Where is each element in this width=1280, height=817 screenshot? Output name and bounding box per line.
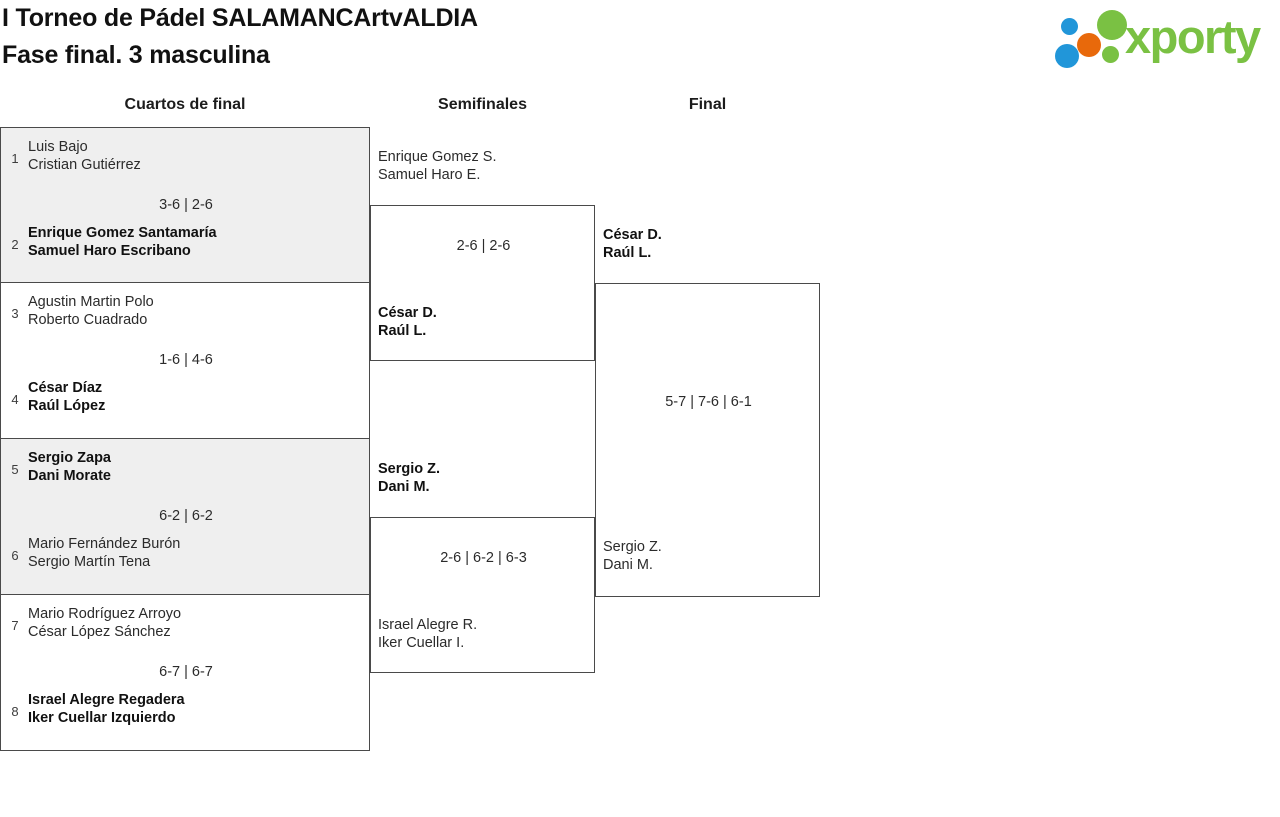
semifinal-match-box[interactable]: 2-6 | 2-6: [370, 205, 595, 361]
semifinal-team[interactable]: Sergio Z. Dani M.: [378, 460, 593, 496]
player-name: Enrique Gomez Santamaría: [28, 225, 217, 241]
seed-number: 5: [11, 462, 19, 477]
seed-number: 8: [11, 704, 19, 719]
semifinal-match-box[interactable]: 2-6 | 6-2 | 6-3: [370, 517, 595, 673]
match-team-bottom[interactable]: 4 César Díaz Raúl López: [1, 379, 371, 415]
logo-wordmark: xporty: [1125, 10, 1261, 63]
final-team-runnerup[interactable]: Sergio Z. Dani M.: [603, 538, 818, 574]
match-score: 5-7 | 7-6 | 6-1: [665, 394, 752, 410]
player-name: Sergio Z.: [378, 461, 441, 477]
seed-number: 7: [11, 618, 19, 633]
xporty-logo[interactable]: xporty: [1049, 6, 1275, 68]
match-team-bottom[interactable]: 8 Israel Alegre Regadera Iker Cuellar Iz…: [1, 691, 371, 727]
player-name: Samuel Haro Escribano: [28, 243, 191, 259]
player-name: Israel Alegre R.: [378, 617, 478, 633]
semifinal-team[interactable]: Enrique Gomez S. Samuel Haro E.: [378, 148, 593, 184]
player-name: Dani M.: [378, 479, 430, 495]
player-name: Sergio Zapa: [28, 450, 111, 466]
quarterfinal-match[interactable]: 1 Luis Bajo Cristian Gutiérrez 3-6 | 2-6…: [0, 127, 370, 283]
quarterfinal-match[interactable]: 3 Agustin Martin Polo Roberto Cuadrado 1…: [0, 283, 370, 439]
player-name: Israel Alegre Regadera: [28, 692, 185, 708]
player-name: Cristian Gutiérrez: [28, 157, 141, 173]
semifinal-team[interactable]: Israel Alegre R. Iker Cuellar I.: [378, 616, 593, 652]
player-name: Dani M.: [603, 557, 653, 573]
match-team-bottom[interactable]: 2 Enrique Gomez Santamaría Samuel Haro E…: [1, 224, 371, 260]
player-name: Raúl L.: [603, 245, 652, 261]
player-name: Luis Bajo: [28, 139, 88, 155]
seed-number: 4: [11, 392, 19, 407]
player-name: Mario Fernández Burón: [28, 536, 181, 552]
player-name: Raúl López: [28, 398, 106, 414]
player-name: Dani Morate: [28, 468, 111, 484]
column-header-final: Final: [688, 96, 727, 113]
final-match-box[interactable]: 5-7 | 7-6 | 6-1: [595, 283, 820, 597]
seed-number: 6: [11, 548, 19, 563]
match-score: 6-7 | 6-7: [159, 664, 213, 680]
player-name: Sergio Martín Tena: [28, 554, 151, 570]
player-name: César D.: [603, 227, 662, 243]
final-team-champion[interactable]: César D. Raúl L.: [603, 226, 818, 262]
player-name: Iker Cuellar Izquierdo: [28, 710, 176, 726]
match-score: 2-6 | 6-2 | 6-3: [440, 550, 527, 566]
quarterfinals-column: 1 Luis Bajo Cristian Gutiérrez 3-6 | 2-6…: [0, 127, 370, 751]
player-name: César Díaz: [28, 380, 103, 396]
match-score: 2-6 | 2-6: [456, 238, 511, 254]
logo-dot-orange-icon: [1077, 33, 1101, 57]
page-title: I Torneo de Pádel SALAMANCArtvALDIA Fase…: [0, 0, 478, 69]
match-team-top[interactable]: 1 Luis Bajo Cristian Gutiérrez: [1, 138, 371, 174]
column-header-quarterfinals: Cuartos de final: [124, 96, 246, 113]
seed-number: 2: [11, 237, 19, 252]
semifinal-team[interactable]: César D. Raúl L.: [378, 304, 593, 340]
player-name: Agustin Martin Polo: [28, 294, 154, 310]
match-team-top[interactable]: 3 Agustin Martin Polo Roberto Cuadrado: [1, 293, 371, 329]
match-team-bottom[interactable]: 6 Mario Fernández Burón Sergio Martín Te…: [1, 535, 371, 571]
player-name: Enrique Gomez S.: [378, 149, 497, 165]
match-score: 1-6 | 4-6: [159, 352, 213, 368]
quarterfinal-match[interactable]: 5 Sergio Zapa Dani Morate 6-2 | 6-2 6 Ma…: [0, 439, 370, 595]
column-header-semifinals: Semifinales: [438, 96, 527, 113]
player-name: Sergio Z.: [603, 539, 662, 555]
logo-dot-green-large-icon: [1097, 10, 1127, 40]
player-name: Roberto Cuadrado: [28, 312, 148, 328]
match-team-top[interactable]: 5 Sergio Zapa Dani Morate: [1, 449, 371, 485]
quarterfinal-match[interactable]: 7 Mario Rodríguez Arroyo César López Sán…: [0, 595, 370, 751]
tournament-title: I Torneo de Pádel SALAMANCArtvALDIA: [2, 4, 478, 32]
match-score: 3-6 | 2-6: [159, 197, 213, 213]
logo-dot-green-small-icon: [1102, 46, 1119, 63]
player-name: Mario Rodríguez Arroyo: [28, 606, 182, 622]
player-name: César D.: [378, 305, 437, 321]
match-score: 6-2 | 6-2: [159, 508, 213, 524]
player-name: César López Sánchez: [28, 624, 171, 640]
seed-number: 3: [11, 306, 19, 321]
logo-dots-icon: [1049, 6, 1131, 68]
tournament-subtitle: Fase final. 3 masculina: [2, 41, 270, 69]
player-name: Iker Cuellar I.: [378, 635, 465, 651]
logo-dot-blue-top-icon: [1061, 18, 1078, 35]
match-team-top[interactable]: 7 Mario Rodríguez Arroyo César López Sán…: [1, 605, 371, 641]
logo-dot-blue-bottom-icon: [1055, 44, 1079, 68]
player-name: Samuel Haro E.: [378, 167, 481, 183]
seed-number: 1: [11, 151, 19, 166]
player-name: Raúl L.: [378, 323, 427, 339]
